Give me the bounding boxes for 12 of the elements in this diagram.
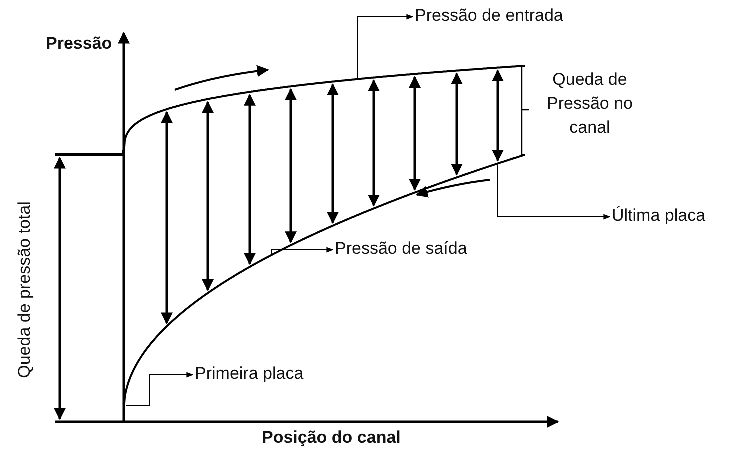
callout-label: Pressão de entrada bbox=[415, 6, 564, 26]
bracket-label: Queda de Pressão no canal bbox=[546, 69, 634, 139]
leader-line bbox=[498, 164, 611, 220]
callout-label: Pressão de saída bbox=[335, 239, 468, 260]
leader-line bbox=[272, 247, 334, 257]
dimension-label: Queda de pressão total bbox=[14, 202, 35, 378]
leader-line bbox=[358, 14, 414, 79]
axis-title: Pressão bbox=[46, 34, 112, 54]
callout-label: Última placa bbox=[612, 206, 706, 226]
leader-line bbox=[126, 372, 194, 406]
axis-title: Posição do canal bbox=[262, 428, 401, 448]
callout-label: Primeira placa bbox=[195, 364, 304, 384]
